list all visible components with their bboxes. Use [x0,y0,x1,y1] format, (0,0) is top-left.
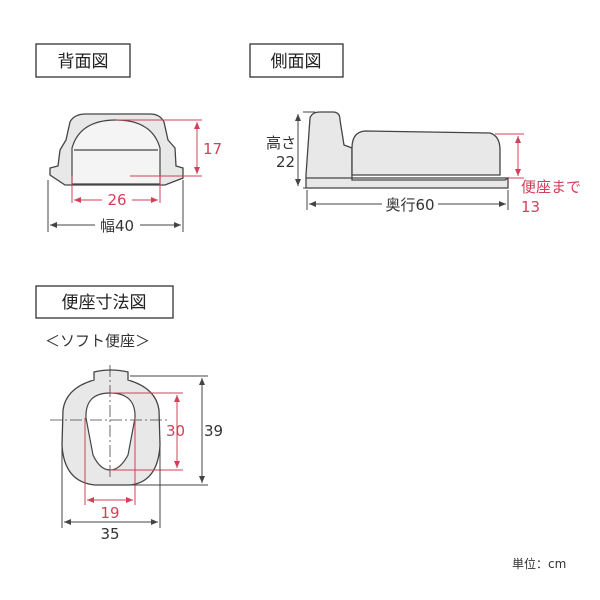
back-inner-width-dim: 26 [107,191,126,209]
back-view-title-box [35,43,131,78]
seat-length-dim: 39 [204,422,223,440]
back-view: 背面図 17 26 幅40 [35,43,222,235]
back-width-dim: 幅40 [100,217,134,235]
side-seat-value: 13 [521,198,540,216]
side-view: 側面図 高さ 22 奥行60 便座まで 13 [249,43,581,216]
back-view-title: 背面図 [58,52,109,72]
seat-view-subtitle: ＜ソフト便座＞ [45,332,150,350]
side-seat-label: 便座まで [521,178,581,196]
seat-inner-length-dim: 30 [166,422,185,440]
side-view-title: 側面図 [271,52,322,72]
seat-view: 便座寸法図 ＜ソフト便座＞ 30 39 19 35 [35,285,223,543]
side-height-label: 高さ [266,134,296,152]
side-view-title-box [249,43,344,78]
seat-width-dim: 35 [100,525,119,543]
unit-note: 単位：cm [512,556,566,571]
side-depth-dim: 奥行60 [385,196,434,214]
back-height-dim: 17 [203,140,222,158]
seat-view-title: 便座寸法図 [62,293,147,313]
side-height-value: 22 [276,153,295,171]
seat-inner-width-dim: 19 [100,504,119,522]
seat-view-title-box [35,285,174,319]
